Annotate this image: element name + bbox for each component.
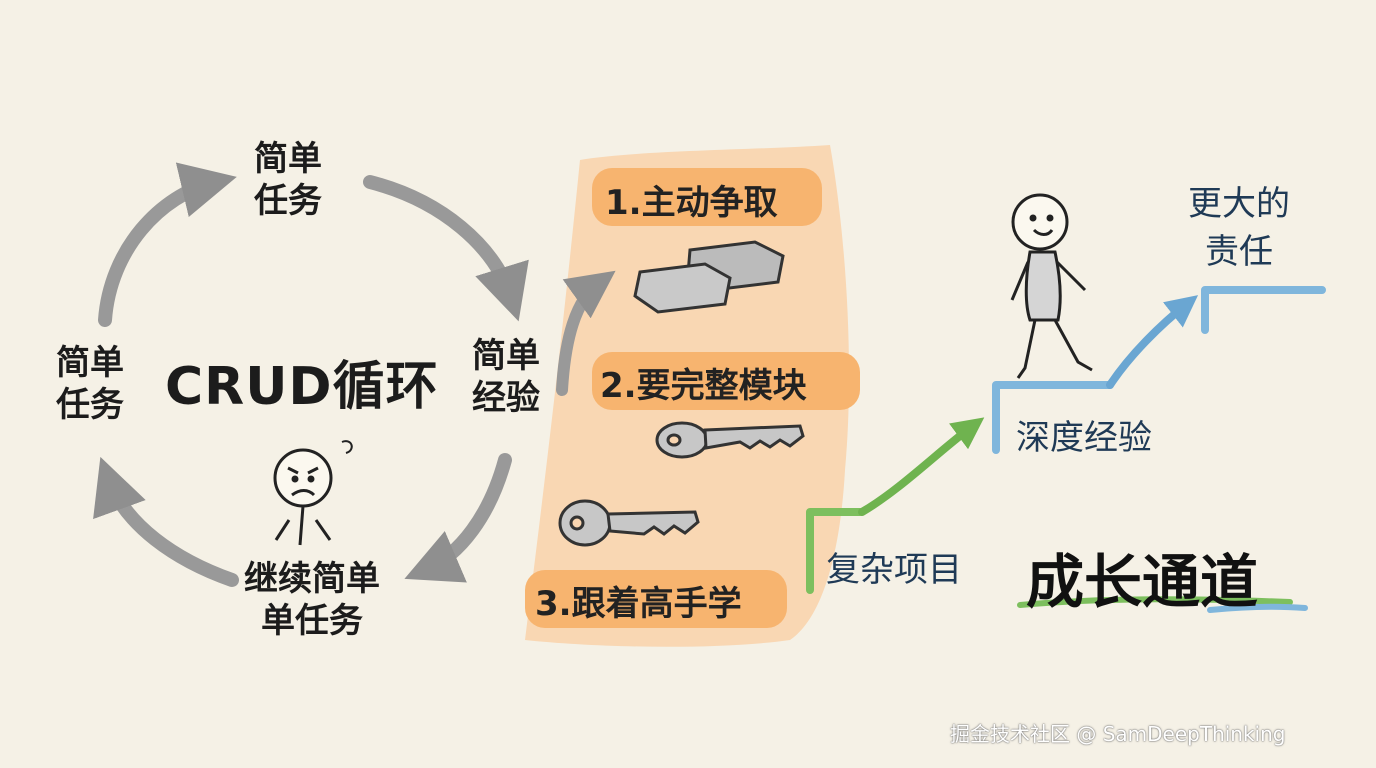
cycle-arrow-bottom-right <box>404 453 512 583</box>
cycle-right-label: 简单 经验 <box>472 335 540 419</box>
cycle-top-label: 简单 任务 <box>254 138 322 222</box>
stairs-green <box>806 508 864 594</box>
frustrated-person-icon <box>273 440 353 546</box>
channel-underline-blue <box>1207 603 1308 613</box>
cycle-right-label-line1: 简单 <box>472 336 540 376</box>
step-1-text: 1.主动争取 <box>605 183 778 223</box>
cycle-bottom-label-line2: 单任务 <box>261 601 363 641</box>
cycle-top-label-line2: 任务 <box>254 181 322 221</box>
growth-channel-title: 成长通道 <box>1026 548 1259 616</box>
bigger-responsibility-label: 更大的 责任 <box>1188 180 1290 276</box>
stairs-top <box>1201 286 1326 334</box>
key-icon <box>655 421 805 459</box>
step-2-text: 2.要完整模块 <box>600 366 807 406</box>
deep-experience-label: 深度经验 <box>1016 418 1152 458</box>
bigger-responsibility-line1: 更大的 <box>1188 184 1290 224</box>
step-2-highlight <box>592 352 860 410</box>
growth-stairs <box>806 286 1326 613</box>
cycle-left-label: 简单 任务 <box>56 342 124 426</box>
experience-to-steps-arrow <box>556 270 616 396</box>
cycle-left-label-line1: 简单 <box>56 343 124 383</box>
cycle-arrow-top-left <box>98 162 237 327</box>
arrow-to-deep-experience <box>858 417 985 516</box>
complex-projects-label: 复杂项目 <box>826 550 962 590</box>
stairs-blue <box>992 381 1114 454</box>
cycle-arrow-top-right <box>363 175 529 322</box>
stone-blocks-icon <box>633 240 785 314</box>
watermark: 掘金技术社区 @ SamDeepThinking <box>950 722 1286 746</box>
cycle-right-label-line2: 经验 <box>472 378 540 418</box>
key-icon <box>558 499 700 547</box>
cycle-bottom-label-line1: 继续简单 <box>244 559 380 599</box>
channel-underline-green <box>1017 596 1293 608</box>
step-3-highlight <box>525 570 787 628</box>
step-3-text: 3.跟着高手学 <box>535 584 742 624</box>
walking-person-icon <box>1010 193 1093 379</box>
cycle-left-label-line2: 任务 <box>56 385 124 425</box>
crud-cycle-title: CRUD循环 <box>165 357 439 417</box>
crud-cycle-arrows <box>93 162 529 587</box>
step-1-highlight <box>592 168 822 226</box>
cycle-arrow-bottom-left <box>93 456 239 587</box>
bigger-responsibility-line2: 责任 <box>1205 232 1273 272</box>
cycle-bottom-label: 继续简单 单任务 <box>244 558 380 642</box>
arrow-to-responsibility <box>1106 295 1199 389</box>
cycle-top-label-line1: 简单 <box>254 139 322 179</box>
